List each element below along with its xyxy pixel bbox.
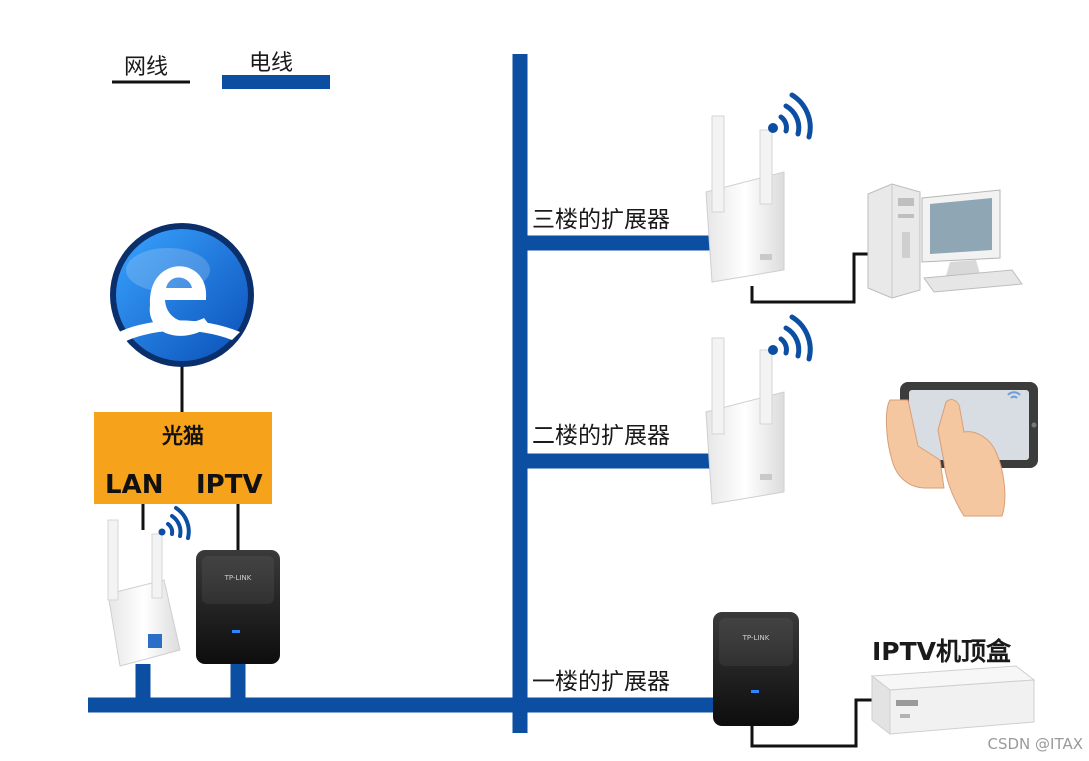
wifi-extender-icon	[705, 337, 785, 505]
extender-first-floor-label: 一楼的扩展器	[532, 669, 670, 695]
set-top-box-icon	[870, 665, 1036, 736]
svg-text:TP-LINK: TP-LINK	[742, 634, 770, 642]
powerline-adapter-icon: TP-LINK	[713, 612, 799, 726]
wifi-extender-icon	[107, 519, 181, 667]
wifi-icon	[768, 314, 813, 362]
power-lines	[88, 54, 770, 733]
watermark: CSDN @ITAX	[987, 735, 1084, 753]
tablet-hand-icon	[885, 382, 1038, 517]
modem-iptv-port: IPTV	[196, 470, 263, 500]
modem-title: 光猫	[162, 424, 204, 448]
network-cables	[141, 252, 872, 748]
legend-power-line-label: 电线	[249, 51, 294, 76]
wifi-icon	[768, 92, 813, 140]
extender-third-floor-label: 三楼的扩展器	[532, 207, 670, 233]
legend-network-cable-label: 网线	[124, 55, 169, 80]
svg-text:TP-LINK: TP-LINK	[224, 574, 252, 582]
powerline-adapter-icon: TP-LINK	[196, 550, 280, 664]
desktop-computer-icon	[867, 183, 1023, 299]
iptv-box-label: IPTV机顶盒	[872, 637, 1012, 666]
modem-lan-port: LAN	[105, 470, 164, 500]
optical-modem: 光猫 LAN IPTV	[94, 412, 272, 504]
wifi-icon	[158, 506, 191, 540]
wifi-extender-icon	[705, 115, 785, 283]
extender-second-floor-label: 二楼的扩展器	[532, 423, 670, 449]
internet-explorer-icon	[110, 223, 254, 367]
